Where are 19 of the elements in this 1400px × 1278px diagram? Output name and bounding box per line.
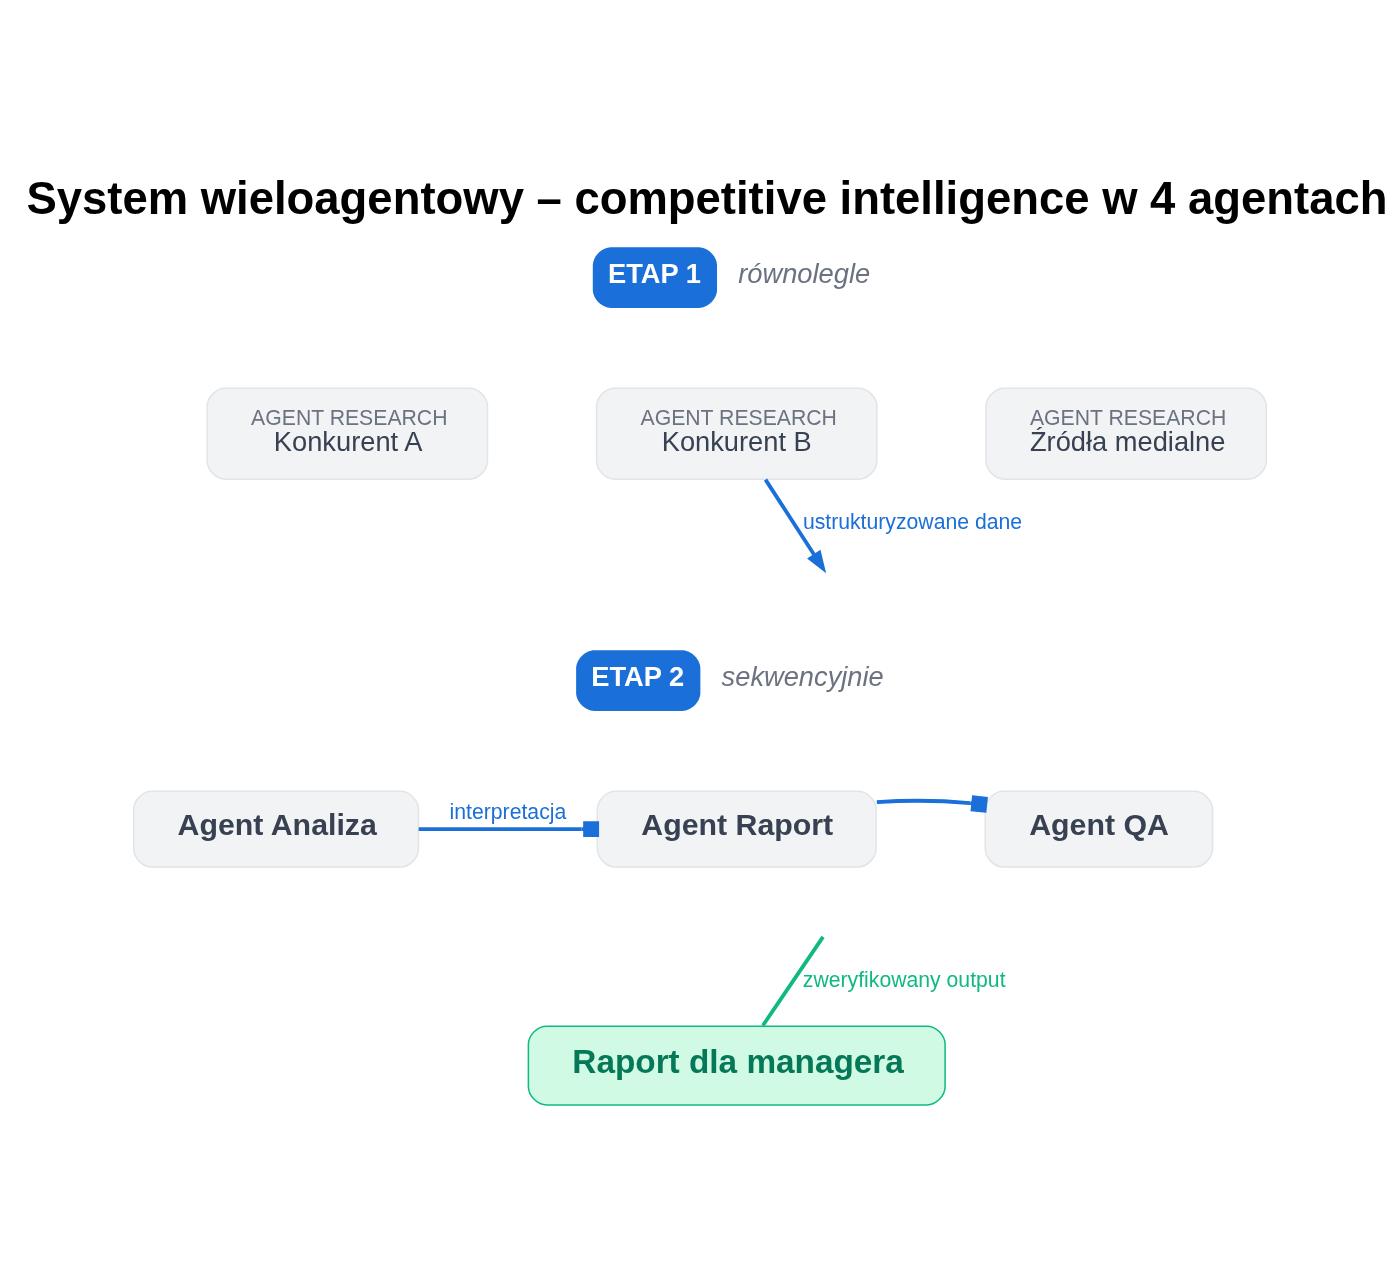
node-box: Agent Analiza (132, 790, 420, 868)
node-box: Raport dla managera (527, 1025, 946, 1106)
arrow (763, 478, 827, 574)
connector (418, 821, 600, 838)
node-box: AGENT RESEARCH Źródła medialne (985, 387, 1268, 480)
connector (876, 795, 988, 813)
node-box: ETAP 2 (576, 650, 701, 711)
diagram-title: System wieloagentowy – competitive intelligence w 4 agentach (26, 172, 1388, 224)
node-box: AGENT RESEARCH Konkurent A (206, 387, 489, 480)
node-box: Agent Raport (596, 790, 877, 868)
edge-label: ustrukturyzowane dane (802, 510, 1023, 534)
node-box: Agent QA (984, 790, 1214, 868)
node-label: sekwencyjnie (721, 660, 884, 692)
connector (761, 935, 825, 1027)
edge-label: zweryfikowany output (802, 968, 1006, 992)
node-box: AGENT RESEARCH Konkurent B (595, 387, 878, 480)
edge-label: interpretacja (449, 799, 567, 823)
node-label: równolegle (738, 257, 871, 289)
node-box: ETAP 1 (592, 247, 718, 308)
